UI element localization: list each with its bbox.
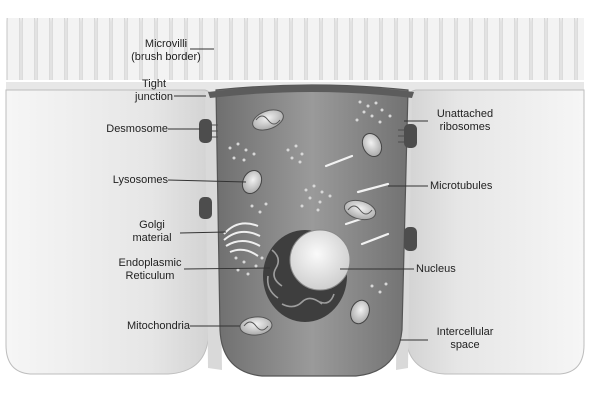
label-unattached-ribosomes: Unattached ribosomes — [424, 108, 506, 134]
label-golgi: Golgi material — [124, 219, 180, 245]
label-tight-junction: Tight junction — [128, 78, 180, 104]
nucleus-shape — [290, 230, 350, 290]
label-intercellular-space: Intercellular space — [426, 326, 504, 352]
label-microtubules: Microtubules — [430, 180, 520, 193]
label-desmosome: Desmosome — [84, 123, 168, 136]
label-microvilli: Microvilli (brush border) — [126, 38, 206, 64]
label-lysosomes: Lysosomes — [100, 174, 168, 187]
label-mitochondria: Mitochondria — [100, 320, 190, 333]
label-nucleus: Nucleus — [416, 263, 476, 276]
label-endoplasmic-reticulum: Endoplasmic Reticulum — [114, 257, 186, 283]
microvilli-border — [6, 18, 584, 96]
